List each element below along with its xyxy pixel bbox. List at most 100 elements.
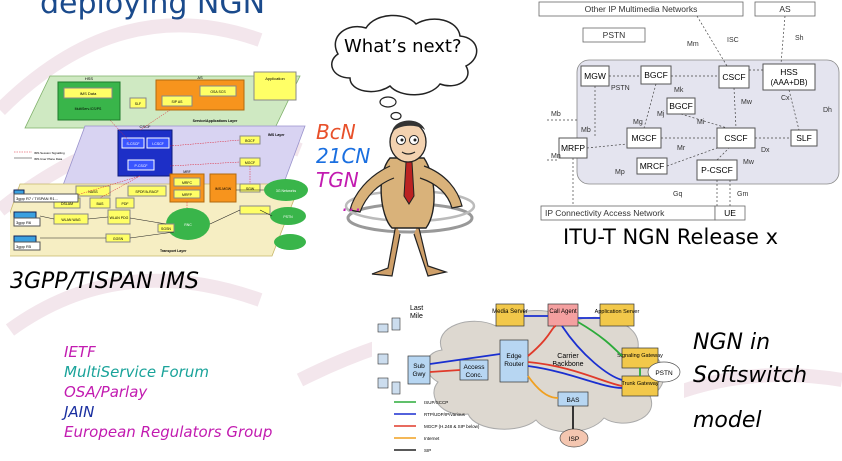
- body-erg: European Regulators Group: [64, 423, 273, 441]
- itu-mgw-label: MGW: [584, 71, 606, 81]
- softswitch-diagram: Last Mile Sub Gwy Access Conc. Edge Rout…: [372, 296, 684, 461]
- ss-edge-label: Edge: [506, 353, 522, 360]
- itu-ref-0: Mm: [687, 41, 699, 48]
- ss-legend-4: SIP: [424, 448, 431, 453]
- variant-tgn: TGN: [316, 168, 359, 192]
- ss-last-label: Last: [410, 305, 423, 312]
- itu-ref-15: Mw: [743, 159, 755, 166]
- itu-ref-5: Mj: [657, 111, 665, 118]
- ims-other-nets-label: 3G Networks: [276, 189, 296, 193]
- ims-r6-label: 3gpp R6: [16, 220, 32, 225]
- ims-ggsn-label: GGSN: [113, 237, 124, 241]
- itu-ipcan-label: IP Connectivity Access Network: [545, 208, 665, 218]
- ims-mrfp-label: MRFP: [182, 193, 193, 197]
- ims-application-label: Application: [265, 76, 285, 81]
- ss-pstn-label: PSTN: [655, 370, 673, 377]
- ims-sgw-label: SGW: [246, 187, 255, 191]
- itu-slf-label: SLF: [796, 133, 812, 143]
- ss-legend-1: RTP/UDP/IP/various: [424, 412, 466, 417]
- itu-bgcf1-label: BGCF: [644, 70, 668, 80]
- ss-access-label: Access: [464, 364, 486, 371]
- ims-sip-as-label: SIP AS: [171, 100, 183, 104]
- itu-ue-label: UE: [724, 208, 736, 218]
- ims-pdf-label: PDF: [122, 202, 129, 206]
- ims-legend-data: IMS User Plane Data: [34, 157, 63, 161]
- ss-carrier-label: Carrier: [557, 353, 579, 360]
- caption-ims: 3GPP/TISPAN IMS: [10, 269, 199, 294]
- itu-ref-16: Mb: [551, 111, 561, 118]
- ims-dslam-label: DSLAM: [61, 202, 73, 206]
- ss-legend-3: Internet: [424, 436, 440, 441]
- itu-as-label: AS: [779, 4, 791, 14]
- ims-sgsn-label: SGSN: [161, 227, 171, 231]
- bubble-text: What’s next?: [344, 36, 462, 57]
- ims-diagram: HSS IMS Data MultiServ./CS/PS SLF AS SIP…: [10, 66, 310, 262]
- caption-itu: ITU-T NGN Release x: [563, 225, 779, 249]
- ss-mile-label: Mile: [410, 313, 423, 320]
- ss-bas-label: BAS: [566, 397, 580, 404]
- itu-ref-19: Mn: [551, 153, 561, 160]
- ims-r7-label: 3gpp R7 / TISPAN R1...: [16, 196, 58, 201]
- ims-data-label: IMS Data: [80, 91, 97, 96]
- ims-mgcf-label: MGCF: [245, 161, 255, 165]
- itu-ref-14: Mp: [615, 169, 625, 176]
- itu-cscf1-label: CSCF: [722, 72, 745, 82]
- ss-conc-label: Conc.: [466, 372, 483, 379]
- ss-sub-label: Sub: [413, 363, 425, 370]
- ss-media-label: Media Server: [492, 309, 528, 315]
- itu-mgcf-label: MGCF: [631, 133, 656, 143]
- ims-service-layer-label: Service/Applications Layer: [193, 119, 238, 123]
- caption-softswitch-1: NGN in: [693, 330, 771, 355]
- itu-other-ip-label: Other IP Multimedia Networks: [585, 4, 698, 14]
- ims-rnc-label: RNC: [184, 223, 192, 227]
- itu-ref-7: Cx: [781, 95, 790, 102]
- ims-r5-label: 3gpp R5: [16, 244, 32, 249]
- ss-router-label: Router: [504, 361, 524, 368]
- ims-bas-label: BAS: [96, 202, 104, 206]
- variant-21cn: 21CN: [316, 144, 371, 168]
- ims-bgcf-label: BGCF: [245, 139, 255, 143]
- itu-ref-12: Dx: [761, 147, 770, 154]
- ims-s-cscf-label: S-CSCF: [126, 142, 139, 146]
- ims-i-cscf-label: I-CSCF: [152, 142, 164, 146]
- itu-ref-11: Mb: [581, 127, 591, 134]
- itu-ref-3: PSTN: [611, 85, 630, 92]
- itu-bgcf2-label: BGCF: [669, 101, 693, 111]
- body-osa-parlay: OSA/Parlay: [64, 383, 148, 401]
- ss-legend-2: MGCP (H.248 & SIP below): [424, 424, 480, 429]
- ss-legend-0: ISUP/SCCP: [424, 400, 448, 405]
- ims-slf-label: SLF: [135, 102, 141, 106]
- ims-pstn-label: PSTN: [283, 215, 293, 219]
- caption-softswitch-2: Softswitch: [693, 363, 808, 388]
- itu-ref-13: Mr: [677, 145, 686, 152]
- ss-app-server-label: Application Server: [595, 309, 640, 315]
- itu-ref-10: Dh: [823, 107, 832, 114]
- ims-wlan-pdg-label: WLAN PDG: [110, 216, 129, 220]
- ss-call-agent-label: Call Agent: [549, 309, 577, 315]
- ss-isp-label: ISP: [569, 436, 579, 443]
- ims-transport-layer-label: Transport Layer: [160, 249, 187, 253]
- itu-ref-9: Mg: [633, 119, 643, 126]
- itu-ref-18: Gm: [737, 191, 748, 198]
- itu-mrfp-label: MRFP: [561, 143, 585, 153]
- itu-ref-8: Mi: [697, 119, 705, 126]
- ims-mrfc-label: MRFC: [182, 181, 193, 185]
- variant-ellipsis: …: [342, 192, 362, 216]
- body-ietf: IETF: [64, 343, 96, 361]
- ims-layer-label: IMS Layer: [268, 133, 285, 137]
- thought-bubble: [331, 14, 478, 131]
- ss-signaling-gw-label: Signaling Gateway: [617, 353, 663, 359]
- ims-mrf-label: MRF: [183, 170, 191, 174]
- ims-legend-signalling: IMS Session Signalling: [34, 151, 65, 155]
- itu-pcscf-label: P-CSCF: [701, 165, 733, 175]
- body-jain: JAIN: [64, 403, 95, 421]
- ims-gw-label: IMS-MGW: [215, 187, 232, 191]
- itu-hss-sub-label: (AAA+DB): [770, 78, 807, 87]
- standards-bodies-list: IETF MultiService Forum OSA/Parlay JAIN …: [64, 342, 272, 442]
- itu-ref-6: Mw: [741, 99, 753, 106]
- ims-osa-scs-label: OSA SCS: [210, 90, 226, 94]
- body-msf: MultiService Forum: [64, 363, 209, 381]
- ims-wlan-label: WLAN WAG: [61, 218, 81, 222]
- itu-pstn-label: PSTN: [603, 30, 626, 40]
- ims-hss-label: HSS: [85, 76, 94, 81]
